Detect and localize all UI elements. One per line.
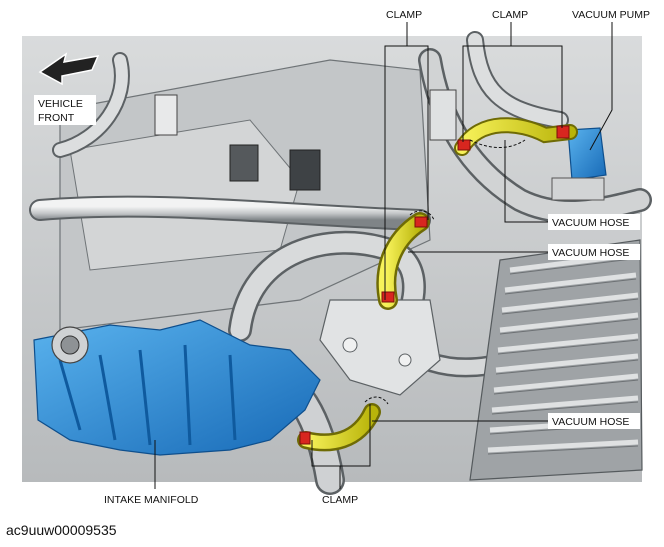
label-clamp-top-left: CLAMP bbox=[386, 9, 422, 21]
clamp-marker bbox=[457, 139, 471, 151]
vacuum-pump bbox=[567, 127, 607, 181]
vehicle-front-label-box bbox=[34, 95, 96, 125]
intake-manifold-runner bbox=[58, 344, 237, 446]
vehicle-front-label-line2: FRONT bbox=[38, 112, 75, 124]
vacuum-pump-housing bbox=[551, 177, 605, 201]
vacuum-hose-upper bbox=[456, 119, 576, 154]
connector bbox=[154, 94, 178, 136]
pipe bbox=[230, 233, 424, 340]
figure-id-caption: ac9uuw00009535 bbox=[6, 522, 117, 538]
label-vacuum-hose-2: VACUUM HOSE bbox=[552, 247, 629, 259]
label-intake-manifold: INTAKE MANIFOLD bbox=[104, 494, 199, 506]
label-box bbox=[548, 244, 640, 260]
vacuum-hose-middle bbox=[378, 214, 428, 308]
clamp-marker bbox=[381, 291, 395, 303]
label-vacuum-hose-1: VACUUM HOSE bbox=[552, 217, 629, 229]
vehicle-front-arrow-icon bbox=[38, 52, 100, 86]
label-box bbox=[548, 214, 640, 230]
pipe bbox=[468, 33, 567, 127]
hidden-hose-outline bbox=[409, 210, 435, 221]
vacuum-hose-lower bbox=[299, 405, 379, 449]
connector bbox=[229, 144, 259, 182]
intake-manifold bbox=[33, 319, 321, 456]
label-vacuum-pump: VACUUM PUMP bbox=[572, 9, 650, 21]
pipe bbox=[31, 197, 429, 229]
bolt bbox=[342, 337, 358, 353]
clamp-marker bbox=[414, 216, 428, 228]
vehicle-front-indicator: VEHICLE FRONT bbox=[34, 52, 100, 125]
label-box bbox=[548, 413, 640, 429]
connector bbox=[289, 149, 321, 191]
connector bbox=[429, 89, 457, 141]
label-clamp-bottom: CLAMP bbox=[322, 494, 358, 506]
bolt bbox=[398, 353, 412, 367]
throttle-body-bore bbox=[60, 335, 80, 355]
bracket bbox=[319, 299, 441, 396]
label-clamp-top-right: CLAMP bbox=[492, 9, 528, 21]
leader-lines bbox=[154, 22, 613, 489]
pipe bbox=[54, 54, 128, 156]
clamp-marker bbox=[556, 125, 570, 139]
hidden-hose-outline bbox=[364, 396, 389, 405]
engine-illustration bbox=[22, 31, 652, 495]
clamp-marker bbox=[299, 431, 311, 445]
hidden-hose-outline bbox=[469, 139, 526, 148]
vehicle-front-label-line1: VEHICLE bbox=[38, 98, 83, 110]
label-vacuum-hose-3: VACUUM HOSE bbox=[552, 416, 629, 428]
